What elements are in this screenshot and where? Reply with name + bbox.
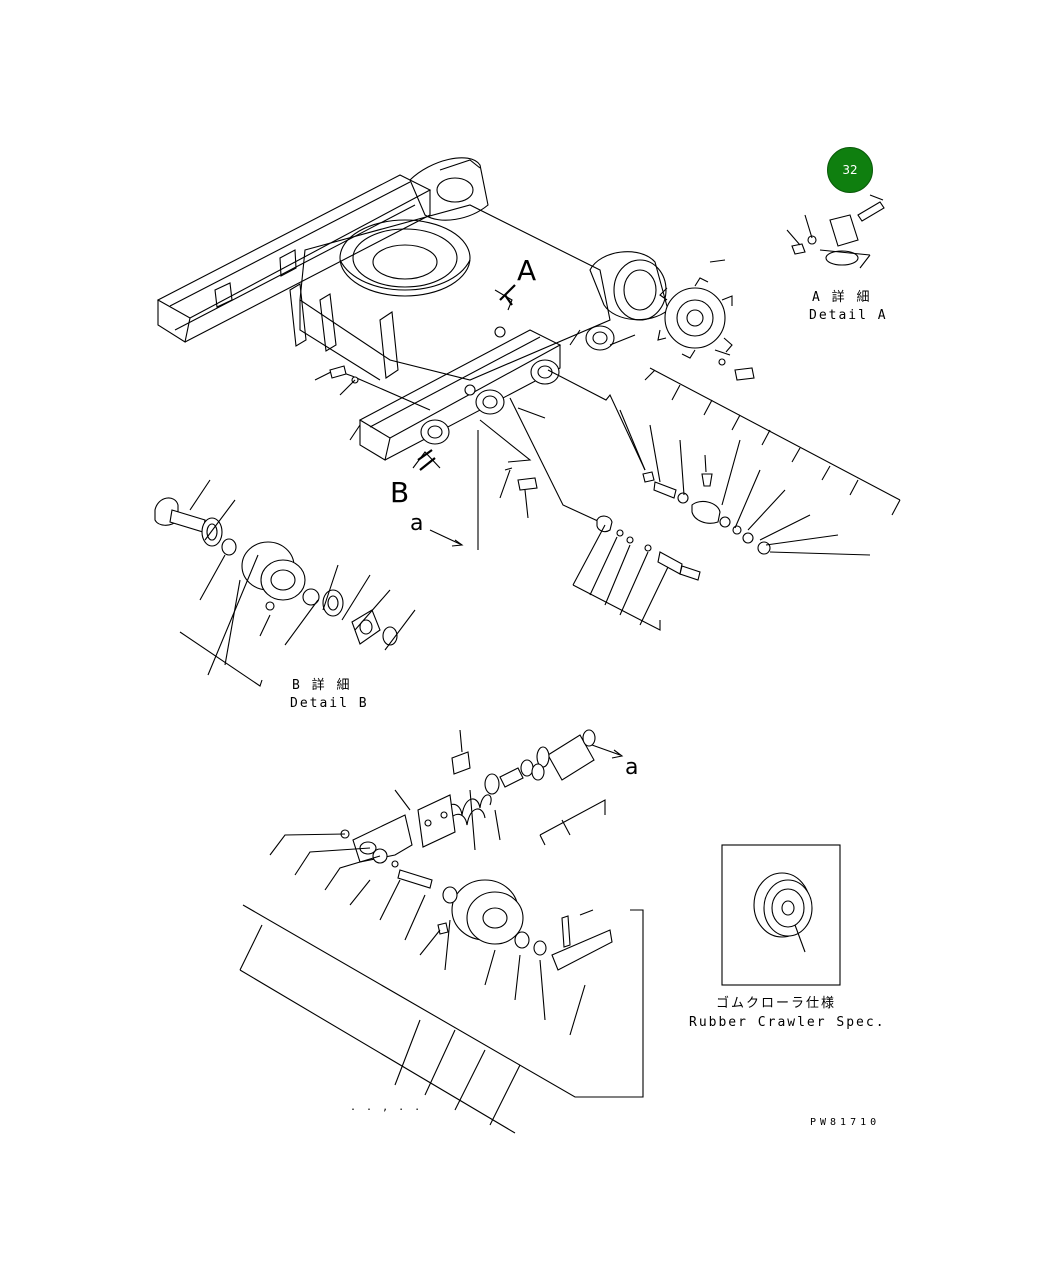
track-frame-assembly — [156, 157, 669, 471]
arrow-ref-lower: a — [625, 755, 639, 780]
rubber-crawler-spec-panel — [721, 844, 841, 986]
detail-b-parts — [154, 479, 416, 687]
detail-b-title-jp: B 詳 細 — [292, 678, 352, 693]
rubber-spec-title-en: Rubber Crawler Spec. — [689, 1015, 886, 1030]
view-marker-a: A — [517, 254, 537, 287]
rubber-spec-title-jp: ゴムクローラ仕様 — [716, 996, 837, 1011]
sprocket — [657, 277, 755, 381]
frame-rollers — [420, 325, 615, 445]
idler-recoil-parts — [239, 729, 644, 1134]
detail-b-title-en: Detail B — [290, 696, 369, 711]
arrow-ref-upper: a — [410, 511, 424, 536]
detail-a-parts — [786, 194, 885, 269]
view-marker-b: B — [390, 476, 410, 509]
stray-marks: . . , . . — [350, 1102, 423, 1113]
detail-a-title-jp: A 詳 細 — [812, 290, 872, 305]
detail-a-title-en: Detail A — [809, 308, 888, 323]
part-callout-badge[interactable]: 32 — [827, 147, 873, 193]
drawing-code: PW81710 — [810, 1117, 881, 1128]
leader-lines — [314, 259, 901, 631]
